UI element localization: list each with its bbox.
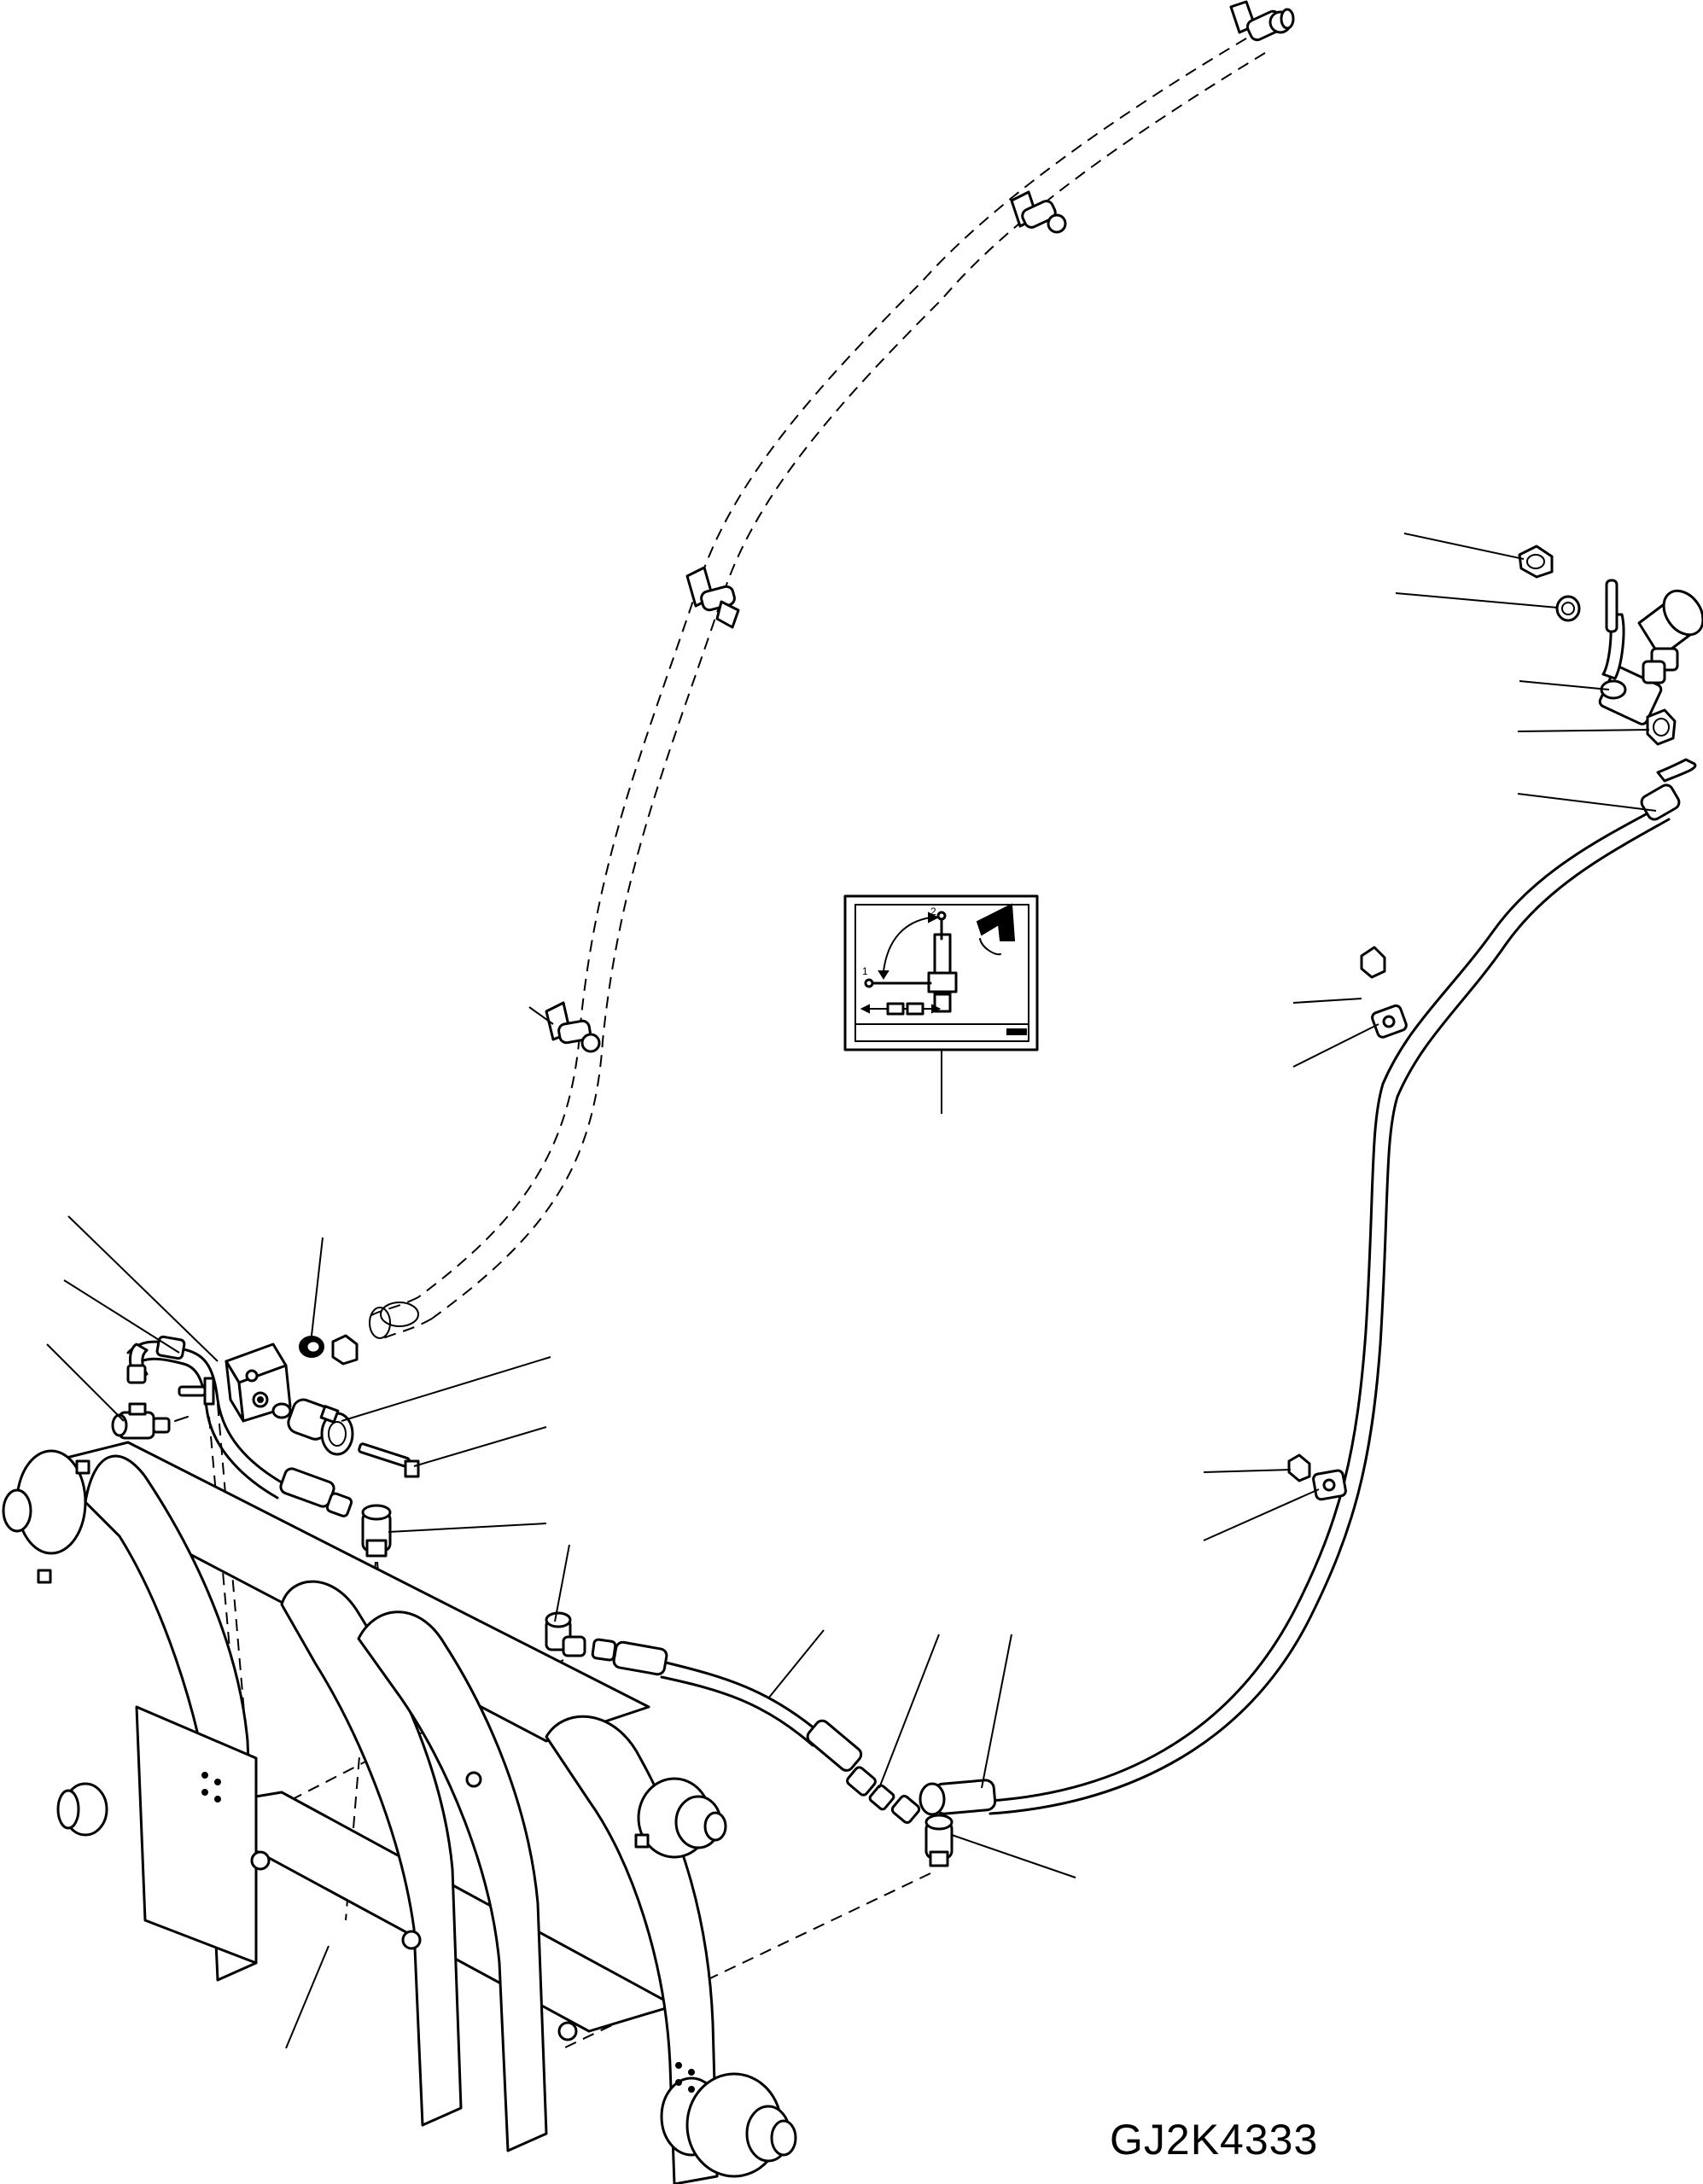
middle-clamp	[687, 568, 738, 627]
lower-elbow-right	[926, 1815, 952, 1866]
drawing-code: GJ2K4333	[1110, 2116, 1319, 2164]
cap-nut	[300, 1337, 324, 1357]
valve-block	[226, 1344, 290, 1421]
upper-dashed-pipe	[367, 38, 1265, 1340]
valve-fitting	[1557, 597, 1579, 620]
callout-leaders	[47, 533, 1656, 2048]
label-plate: 1 2	[845, 896, 1037, 1114]
dashed-hose-fitting	[370, 1302, 418, 1338]
mounting-frame	[3, 1442, 796, 2184]
hose-clamp-lower	[1289, 1455, 1346, 1500]
tee-fitting	[113, 1404, 188, 1438]
valve-top-nut	[1519, 546, 1552, 577]
top-clamp	[1231, 2, 1293, 42]
lower-elbow-left	[363, 1506, 390, 1556]
right-long-hose	[920, 760, 1695, 1814]
label-mark-1: 1	[862, 965, 868, 977]
long-bolt	[359, 1443, 418, 1476]
middle-hose	[546, 1613, 921, 1825]
label-mark-2: 2	[930, 906, 936, 917]
hex-fitting	[333, 1336, 357, 1364]
valve-adapter	[1648, 710, 1675, 744]
check-valve	[273, 1397, 353, 1454]
ball-valve	[1598, 580, 1703, 725]
upper-clamp-2	[1012, 192, 1065, 232]
lower-clamp-dashed	[529, 1003, 599, 1051]
hose-clamp-upper	[1362, 947, 1408, 1039]
